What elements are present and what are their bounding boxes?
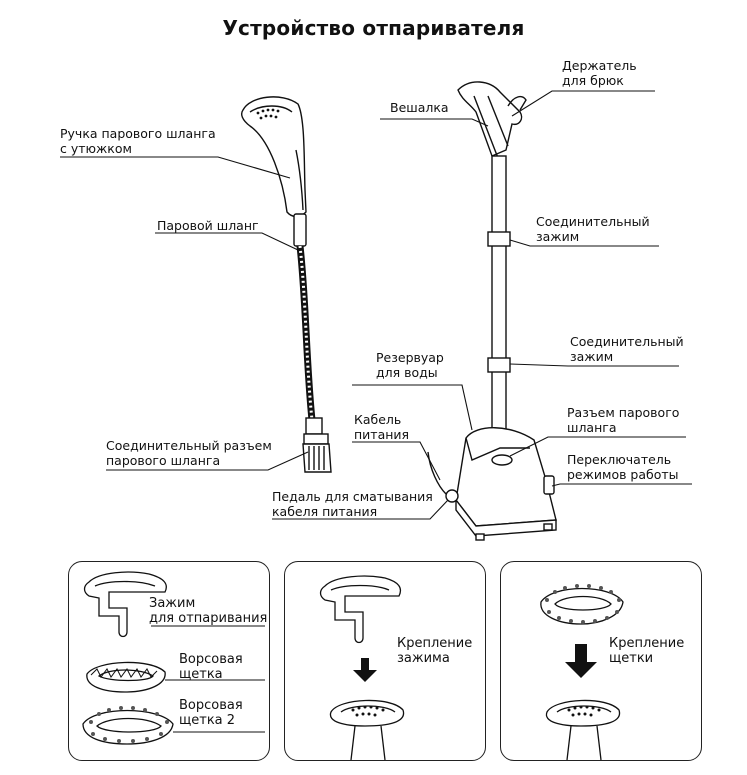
- clamp-attach-illustration: [319, 575, 405, 760]
- accessories-illustration: [82, 571, 265, 745]
- label-brush-2: Ворсовая щетка 2: [179, 698, 243, 728]
- brush-attach-illustration: [540, 584, 624, 760]
- panel-accessories: Зажим для отпаривания Ворсовая щетка Вор…: [68, 561, 270, 761]
- label-pants-holder: Держатель для брюк: [562, 58, 637, 88]
- page-title: Устройство отпаривателя: [222, 16, 525, 40]
- label-cable-pedal: Педаль для сматывания кабеля питания: [272, 489, 433, 519]
- label-mode-switch: Переключатель режимов работы: [567, 452, 679, 482]
- label-clamp-lower: Соединительный зажим: [570, 334, 684, 364]
- label-steam-clamp: Зажим для отпаривания: [149, 596, 268, 626]
- leader-lines: [60, 90, 692, 520]
- steam-hose-illustration: [296, 245, 332, 473]
- panel-brush-attach: Крепление щетки: [500, 561, 702, 761]
- panel-clamp-attach: Крепление зажима: [284, 561, 486, 761]
- label-clamp-upper: Соединительный зажим: [536, 214, 650, 244]
- label-steam-hose: Паровой шланг: [157, 218, 259, 233]
- steam-handle-illustration: [241, 96, 307, 247]
- label-hanger: Вешалка: [390, 100, 449, 115]
- label-power-cable: Кабель питания: [354, 412, 410, 442]
- label-clamp-attach: Крепление зажима: [397, 636, 473, 666]
- label-steam-handle: Ручка парового шланга с утюжком: [60, 126, 216, 156]
- label-water-reservoir: Резервуар для воды: [376, 350, 444, 380]
- label-brush-attach: Крепление щетки: [609, 636, 685, 666]
- steamer-stand-illustration: [427, 81, 557, 541]
- label-brush-1: Ворсовая щетка: [179, 652, 243, 682]
- label-hose-connector: Соединительный разъем парового шланга: [106, 438, 272, 468]
- label-hose-socket: Разъем парового шланга: [567, 405, 680, 435]
